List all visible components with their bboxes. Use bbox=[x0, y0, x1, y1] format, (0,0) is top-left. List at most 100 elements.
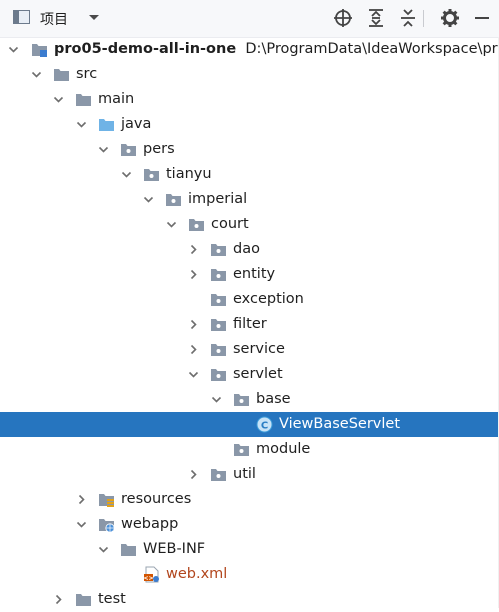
tree-label: service bbox=[233, 341, 285, 357]
tree-row-test[interactable]: test bbox=[0, 587, 499, 612]
chevron-down-icon[interactable] bbox=[188, 369, 199, 380]
tree-label: pro05-demo-all-in-one D:\ProgramData\Ide… bbox=[54, 40, 499, 59]
tree-label: webapp bbox=[121, 516, 179, 532]
chevron-down-icon[interactable] bbox=[211, 394, 222, 405]
package-icon bbox=[211, 369, 226, 381]
project-view-title[interactable]: 项目 bbox=[40, 12, 68, 28]
chevron-right-icon[interactable] bbox=[188, 469, 199, 480]
package-icon bbox=[166, 194, 181, 206]
package-icon bbox=[234, 444, 249, 456]
tree-label: util bbox=[233, 466, 256, 482]
tree-row-web-inf[interactable]: WEB-INF bbox=[0, 537, 499, 562]
tree-row-service[interactable]: service bbox=[0, 337, 499, 362]
package-icon bbox=[211, 344, 226, 356]
tree-row-resources[interactable]: resources bbox=[0, 487, 499, 512]
chevron-right-icon[interactable] bbox=[188, 269, 199, 280]
resources-folder-icon bbox=[99, 494, 114, 507]
tree-row-project-root[interactable]: pro05-demo-all-in-one D:\ProgramData\Ide… bbox=[0, 37, 499, 62]
chevron-down-icon[interactable] bbox=[76, 519, 87, 530]
tree-row-pers[interactable]: pers bbox=[0, 137, 499, 162]
java-class-icon: C bbox=[256, 416, 273, 433]
tree-label: dao bbox=[233, 241, 260, 257]
package-icon bbox=[211, 269, 226, 281]
tree-row-servlet[interactable]: servlet bbox=[0, 362, 499, 387]
chevron-down-icon[interactable] bbox=[98, 144, 109, 155]
package-icon bbox=[189, 219, 204, 231]
chevron-down-icon[interactable] bbox=[8, 44, 19, 55]
folder-icon bbox=[76, 594, 91, 606]
tree-label: java bbox=[121, 116, 152, 132]
folder-icon bbox=[54, 69, 69, 81]
tree-label: base bbox=[256, 391, 291, 407]
tree-row-util[interactable]: util bbox=[0, 462, 499, 487]
folder-icon bbox=[76, 94, 91, 106]
module-folder-icon bbox=[32, 44, 47, 57]
package-icon bbox=[121, 144, 136, 156]
tree-label: filter bbox=[233, 316, 267, 332]
source-folder-icon bbox=[99, 119, 114, 131]
chevron-down-icon[interactable] bbox=[88, 13, 100, 23]
tree-label: module bbox=[256, 441, 311, 457]
chevron-right-icon[interactable] bbox=[188, 319, 199, 330]
tree-row-exception[interactable]: exception bbox=[0, 287, 499, 312]
tree-label: imperial bbox=[188, 191, 248, 207]
package-icon bbox=[211, 294, 226, 306]
chevron-right-icon[interactable] bbox=[76, 494, 87, 505]
tree-label: web.xml bbox=[166, 566, 228, 582]
tree-row-imperial[interactable]: imperial bbox=[0, 187, 499, 212]
tree-row-webapp[interactable]: webapp bbox=[0, 512, 499, 537]
project-toolbar: 项目 bbox=[0, 0, 499, 38]
tree-label: tianyu bbox=[166, 166, 212, 182]
package-icon bbox=[211, 244, 226, 256]
tree-row-tianyu[interactable]: tianyu bbox=[0, 162, 499, 187]
collapse-all-icon[interactable] bbox=[398, 8, 418, 28]
tree-row-viewbaseservlet[interactable]: C ViewBaseServlet bbox=[0, 412, 499, 437]
chevron-down-icon[interactable] bbox=[166, 219, 177, 230]
package-icon bbox=[211, 319, 226, 331]
web-folder-icon bbox=[99, 519, 115, 533]
tree-label: exception bbox=[233, 291, 304, 307]
chevron-down-icon[interactable] bbox=[31, 69, 42, 80]
tree-label: test bbox=[98, 591, 126, 607]
hide-minus-icon[interactable] bbox=[472, 8, 492, 28]
chevron-down-icon[interactable] bbox=[98, 544, 109, 555]
tree-label: resources bbox=[121, 491, 192, 507]
tree-label: src bbox=[76, 66, 98, 82]
chevron-down-icon[interactable] bbox=[53, 94, 64, 105]
tree-row-court[interactable]: court bbox=[0, 212, 499, 237]
chevron-right-icon[interactable] bbox=[53, 594, 64, 605]
tree-label: entity bbox=[233, 266, 276, 282]
tree-row-main[interactable]: main bbox=[0, 87, 499, 112]
tree-label: main bbox=[98, 91, 135, 107]
chevron-down-icon[interactable] bbox=[76, 119, 87, 130]
settings-gear-icon[interactable] bbox=[440, 8, 460, 28]
svg-text:C: C bbox=[261, 421, 268, 432]
tree-row-module[interactable]: module bbox=[0, 437, 499, 462]
project-path: D:\ProgramData\IdeaWorkspace\pro bbox=[245, 41, 499, 57]
tree-row-web-xml[interactable]: <> web.xml bbox=[0, 562, 499, 587]
tree-row-java[interactable]: java bbox=[0, 112, 499, 137]
tree-row-base[interactable]: base bbox=[0, 387, 499, 412]
package-icon bbox=[211, 469, 226, 481]
chevron-right-icon[interactable] bbox=[188, 244, 199, 255]
tree-label: court bbox=[211, 216, 249, 232]
chevron-right-icon[interactable] bbox=[188, 344, 199, 355]
project-name: pro05-demo-all-in-one bbox=[54, 41, 237, 57]
package-icon bbox=[234, 394, 249, 406]
xml-file-icon: <> bbox=[143, 566, 159, 583]
tree-row-dao[interactable]: dao bbox=[0, 237, 499, 262]
package-icon bbox=[144, 169, 159, 181]
svg-text:<>: <> bbox=[143, 575, 153, 582]
expand-all-icon[interactable] bbox=[366, 8, 386, 28]
tree-label: WEB-INF bbox=[143, 541, 206, 557]
project-view-icon bbox=[13, 10, 30, 24]
tree-label: servlet bbox=[233, 366, 283, 382]
tree-row-filter[interactable]: filter bbox=[0, 312, 499, 337]
tree-row-entity[interactable]: entity bbox=[0, 262, 499, 287]
chevron-down-icon[interactable] bbox=[121, 169, 132, 180]
tree-label: pers bbox=[143, 141, 175, 157]
select-opened-file-icon[interactable] bbox=[333, 8, 353, 28]
chevron-down-icon[interactable] bbox=[143, 194, 154, 205]
tree-label: ViewBaseServlet bbox=[279, 416, 401, 432]
tree-row-src[interactable]: src bbox=[0, 62, 499, 87]
